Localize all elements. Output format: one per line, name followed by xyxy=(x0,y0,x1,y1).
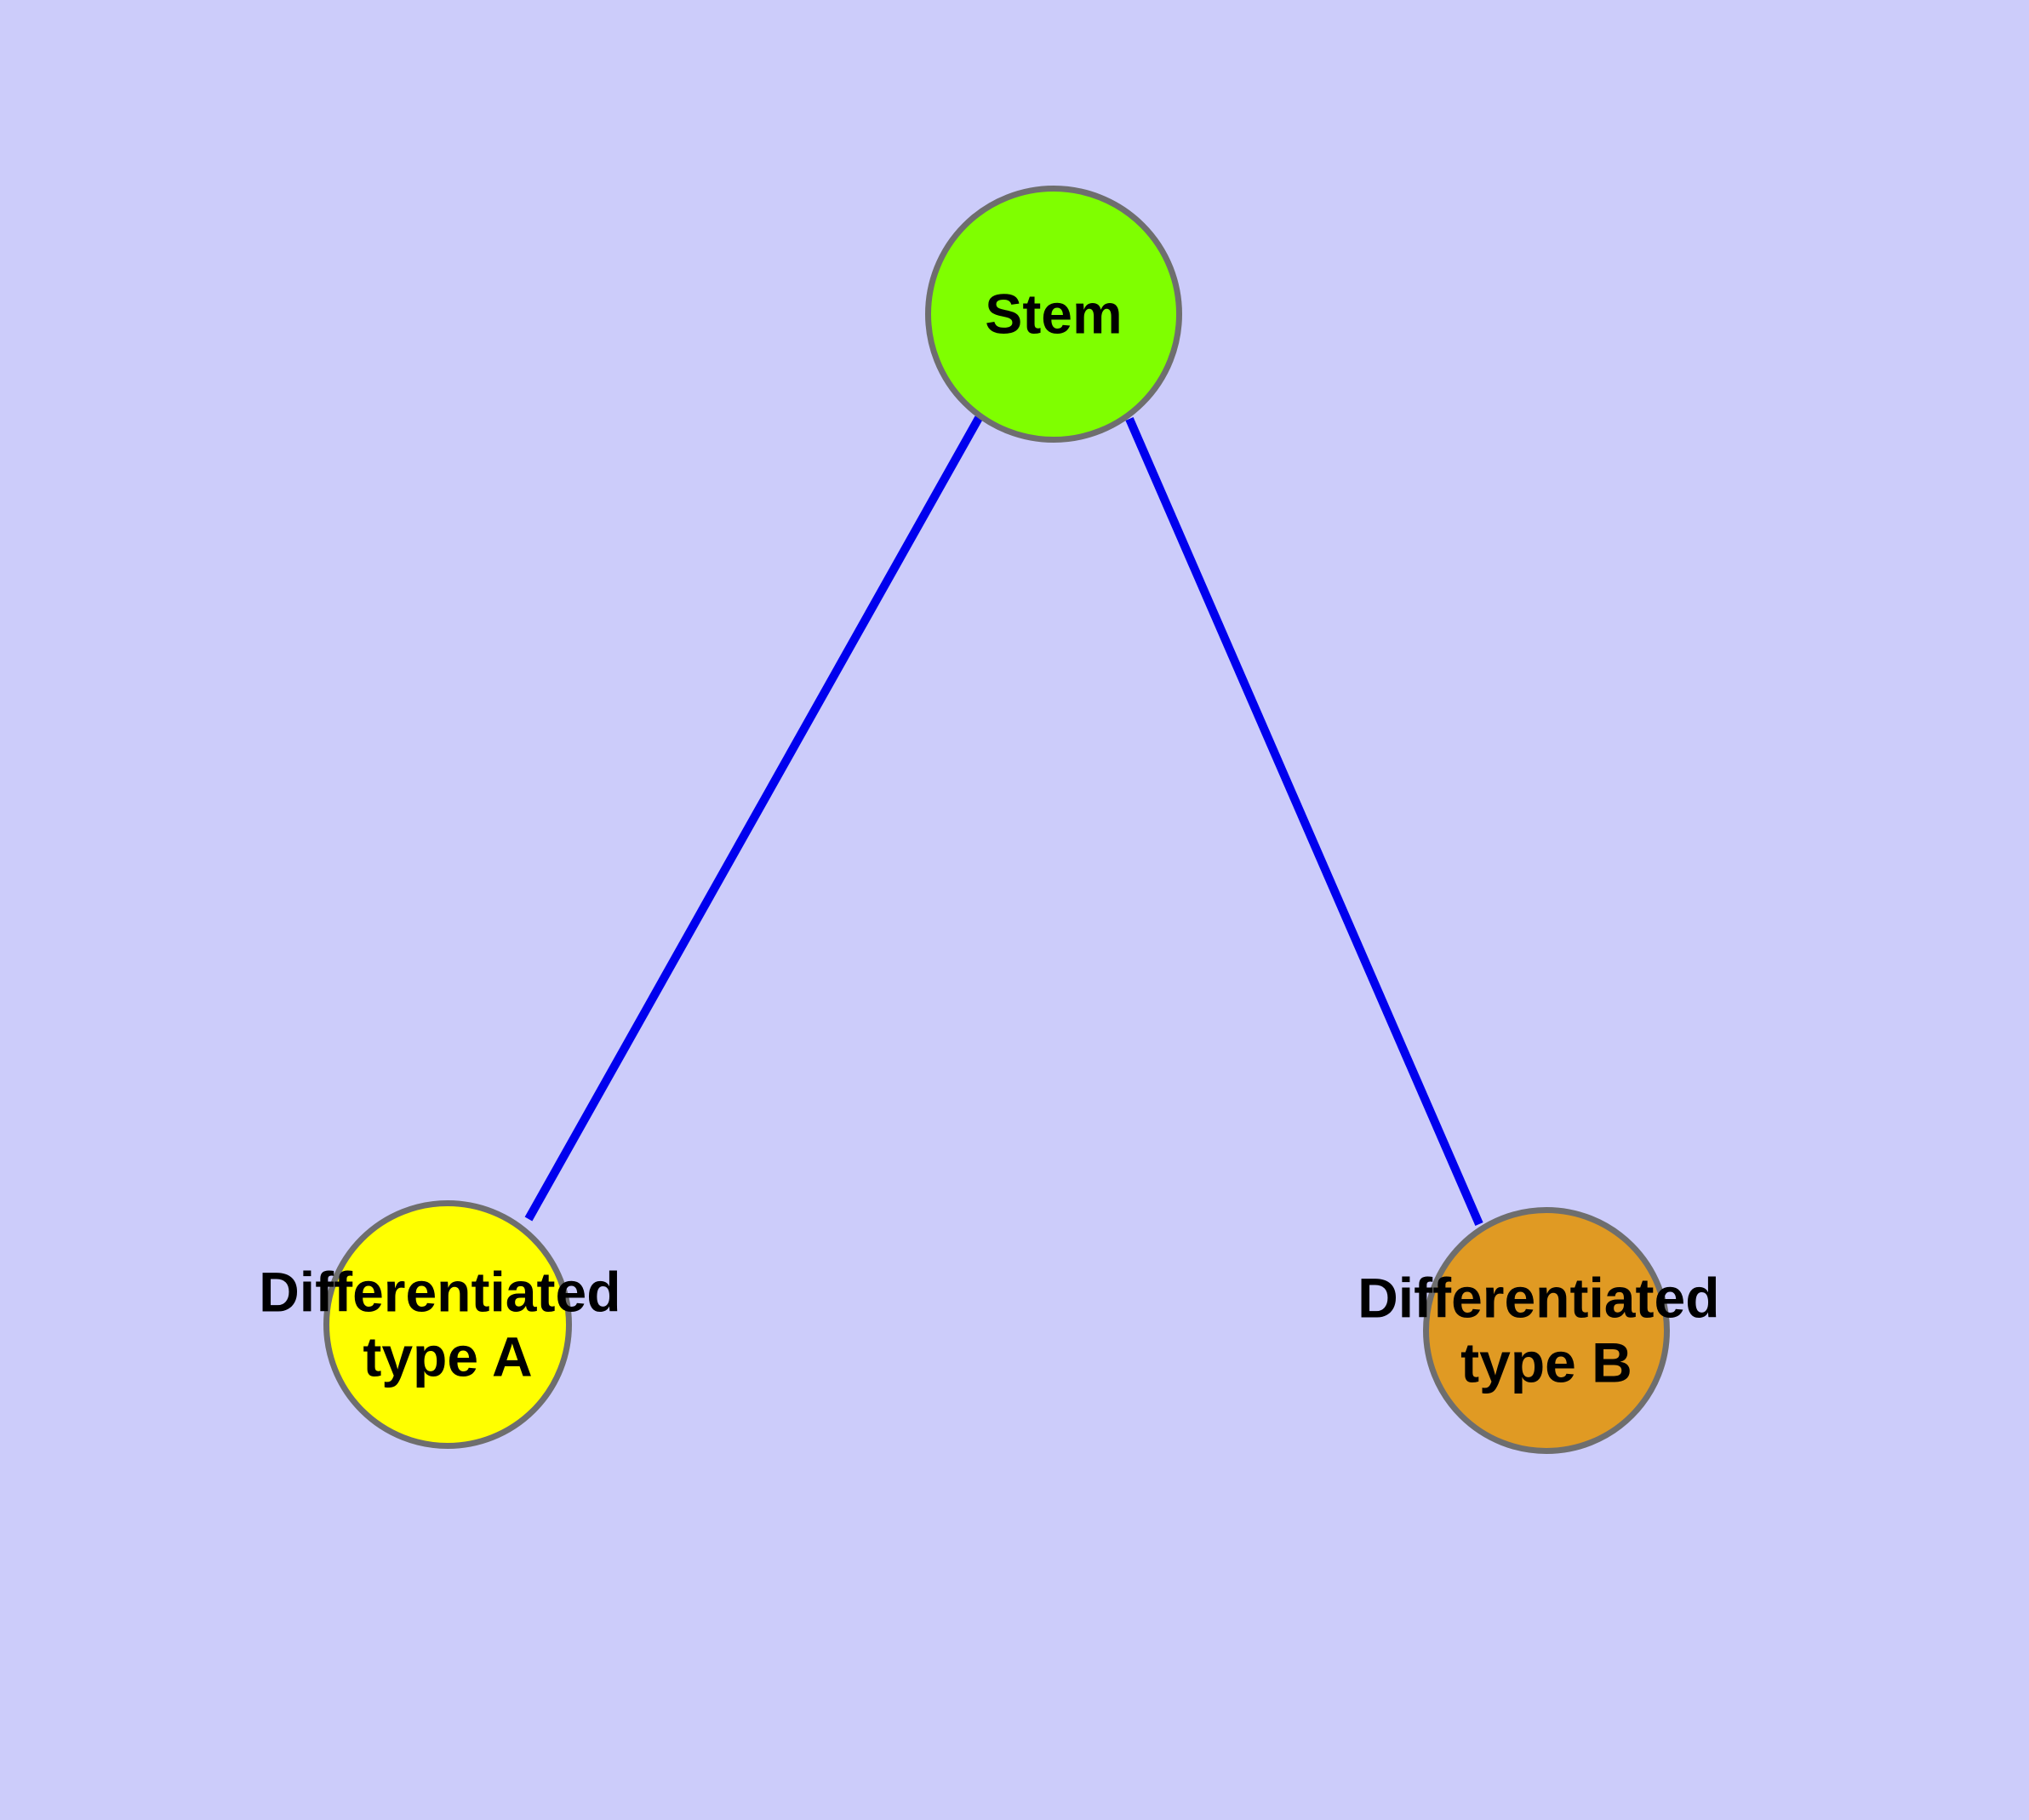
node-differentiated-type-a[interactable] xyxy=(323,1200,572,1449)
labels-layer: Stem Differentiated type A Differentiate… xyxy=(259,283,1735,1394)
node-label-stem: Stem xyxy=(985,283,1122,346)
node-stem[interactable] xyxy=(925,186,1182,443)
edge-stem-to-differentiated-type-a[interactable] xyxy=(524,415,983,1222)
node-differentiated-type-b[interactable] xyxy=(1423,1207,1670,1454)
edges-layer xyxy=(524,415,1483,1226)
node-label-differentiated-type-b: Differentiated type B xyxy=(1357,1262,1735,1394)
node-label-differentiated-type-a: Differentiated type A xyxy=(259,1256,637,1388)
nodes-layer xyxy=(323,186,1670,1454)
edge-stem-to-differentiated-type-b[interactable] xyxy=(1125,417,1483,1226)
